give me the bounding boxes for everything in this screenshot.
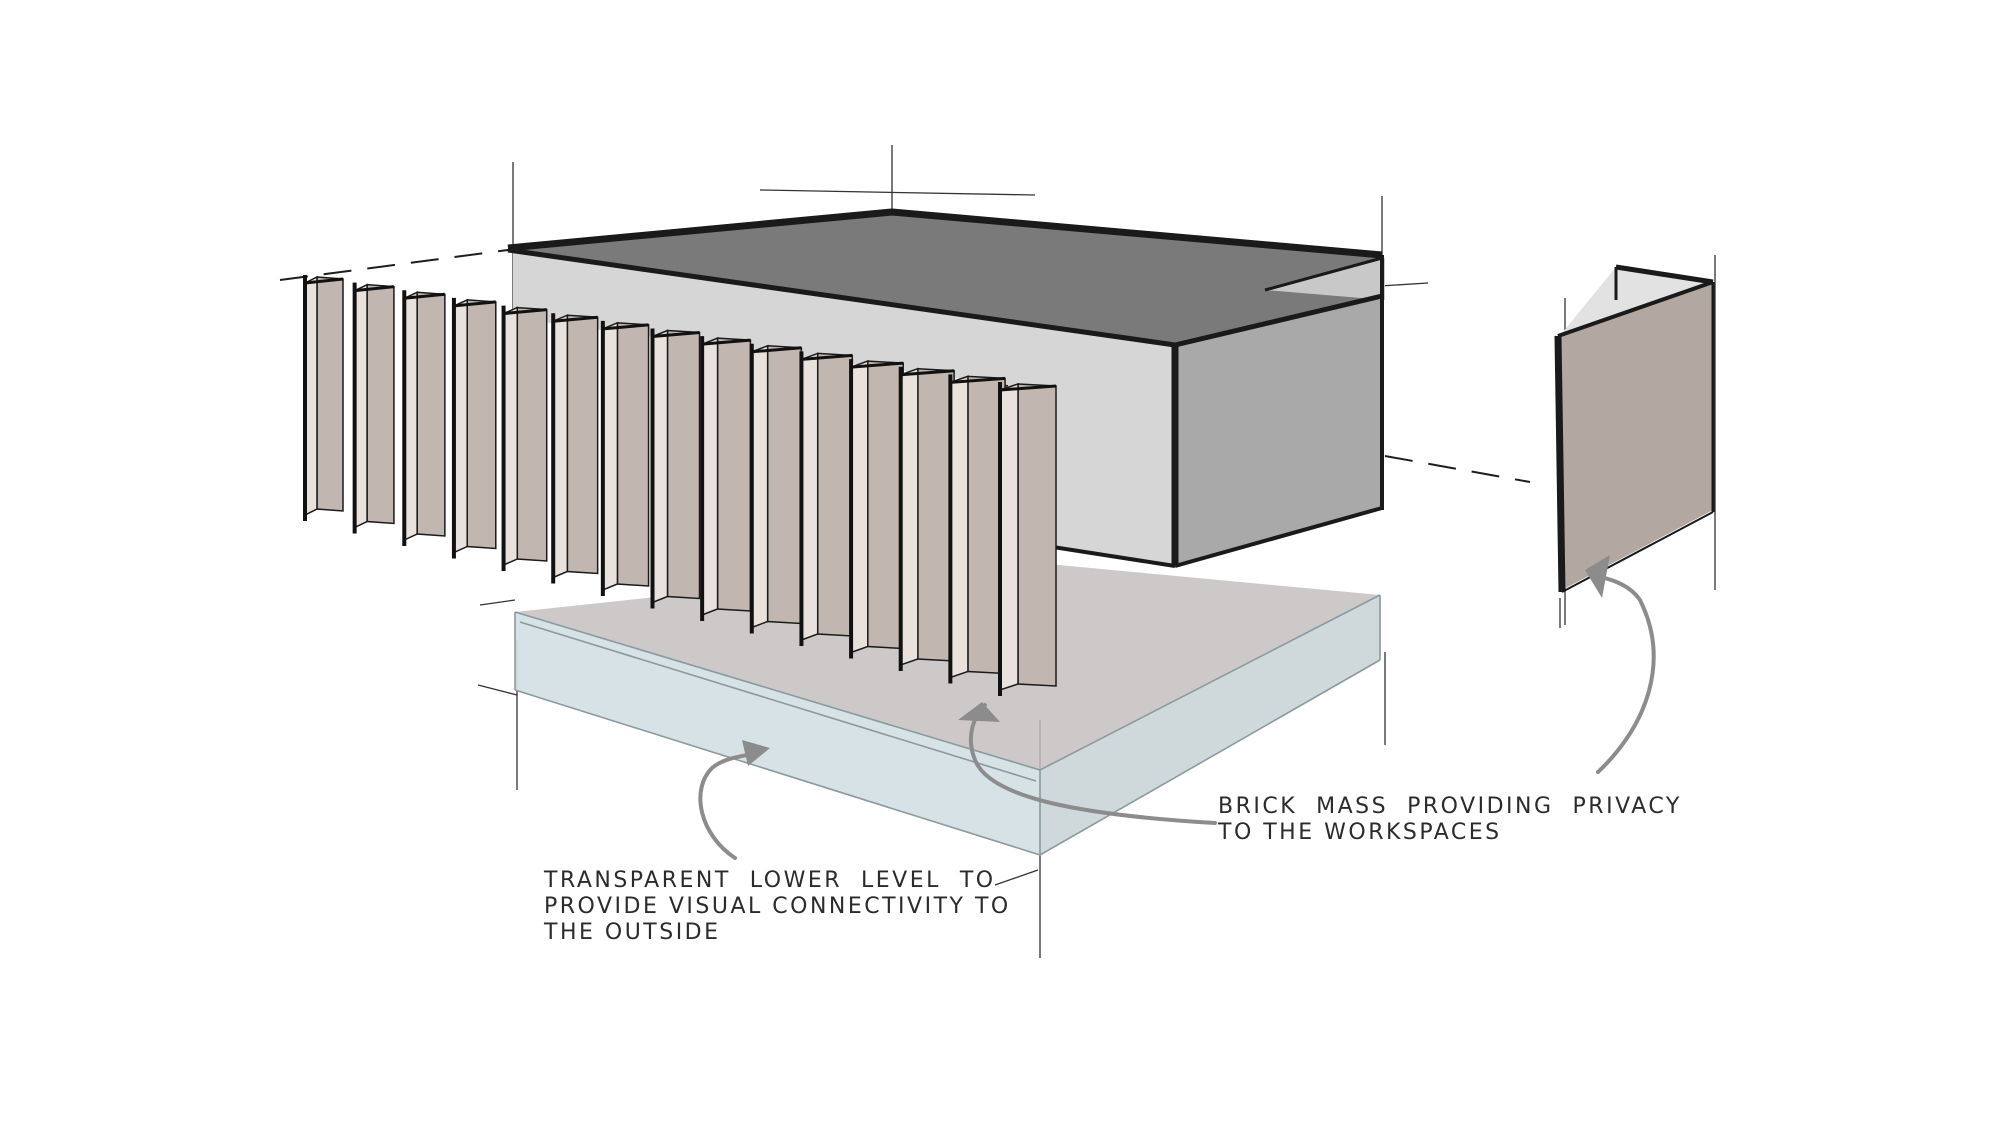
brick-fin-cap: [702, 338, 751, 346]
annotation-arrows: [698, 555, 1656, 860]
annotation-line: TO THE WORKSPACES: [1218, 820, 1502, 845]
brick-fin-cap: [999, 384, 1057, 392]
brick-fin-face: [416, 291, 446, 537]
arrow-brick-mass-panel-head: [1585, 555, 1610, 598]
brick-fin: [650, 328, 701, 609]
brick-fin-side: [850, 360, 869, 654]
brick-fin-cap: [404, 292, 446, 300]
brick-fin-cap: [900, 369, 955, 377]
arrow-brick-mass-panel: [1588, 573, 1656, 774]
brick-fin-face: [316, 276, 344, 512]
brick-fin-side: [999, 382, 1019, 692]
brick-fin-face: [516, 306, 548, 562]
brick-fin-side: [800, 352, 819, 642]
brick-fin-face: [867, 360, 904, 650]
brick-fin: [402, 290, 446, 546]
brick-fin-cap: [503, 308, 547, 316]
brick-fin-face: [716, 337, 752, 612]
brick-fin-array: [303, 275, 1057, 696]
roof-plane: [508, 212, 1380, 345]
brick-fin-face: [816, 352, 854, 637]
brick-fin-cap: [453, 300, 496, 308]
brick-fin: [451, 297, 497, 559]
brick-fin: [303, 275, 344, 521]
brick-fin-cap: [553, 315, 598, 323]
transparent-lower-level: [514, 560, 1381, 856]
brick-fin-face: [616, 322, 650, 587]
brick-fin-face: [566, 314, 599, 575]
annotation-line: PROVIDE VISUAL CONNECTIVITY TO: [544, 894, 1011, 919]
brick-fin: [700, 336, 752, 621]
brick-panel-top-edge: [1558, 267, 1713, 338]
arrow-transparent-level: [698, 750, 764, 860]
brick-fin: [998, 382, 1057, 696]
brick-fin: [799, 351, 854, 646]
roof-notch: [1265, 258, 1385, 300]
brick-fin-face: [766, 344, 803, 625]
brick-fin-face: [466, 299, 497, 550]
lower-level-glass-side: [1040, 595, 1380, 855]
brick-fin-side: [949, 375, 969, 679]
brick-panel-face: [1558, 282, 1713, 590]
lower-level-glass-front: [515, 612, 1040, 855]
brick-mass-panel: [1554, 264, 1715, 593]
upper-side-wall: [1175, 296, 1380, 565]
brick-fin: [551, 313, 599, 584]
brick-fin-side: [651, 329, 669, 604]
annotation-line: THE OUTSIDE: [544, 920, 721, 945]
brick-fin-cap: [850, 361, 904, 369]
brick-fin: [948, 374, 1006, 684]
brick-fin-side: [751, 344, 769, 629]
arrow-brick-mass-fins-head: [958, 702, 1000, 722]
annotation-line: BRICK MASS PROVIDING PRIVACY: [1218, 794, 1682, 819]
arrow-transparent-level-head: [742, 740, 770, 766]
brick-fin: [501, 305, 548, 571]
brick-fin-cap: [652, 331, 700, 338]
brick-fin: [749, 343, 803, 634]
brick-fin-side: [502, 306, 519, 567]
brick-fin-face: [366, 283, 395, 525]
brick-fin-side: [552, 314, 569, 579]
brick-fin-cap: [950, 376, 1006, 384]
brick-fin-side: [701, 337, 719, 617]
brick-fin-cap: [801, 353, 853, 361]
brick-fin: [849, 359, 904, 659]
brick-fin: [898, 366, 955, 671]
brick-fin-side: [899, 367, 919, 667]
brick-fin: [600, 320, 650, 596]
lower-level-floor: [515, 560, 1380, 770]
annotation-line: TRANSPARENT LOWER LEVEL TO: [544, 868, 996, 893]
brick-fin: [352, 282, 395, 534]
brick-fin-face: [1017, 383, 1057, 687]
brick-fin-cap: [602, 323, 649, 331]
brick-fin-cap: [354, 285, 395, 293]
brick-fin-face: [666, 329, 701, 600]
brick-fin-cap: [751, 346, 802, 354]
brick-fin-side: [602, 321, 619, 592]
brick-fin-cap: [304, 277, 344, 285]
arrow-brick-mass-fins: [968, 703, 1217, 825]
